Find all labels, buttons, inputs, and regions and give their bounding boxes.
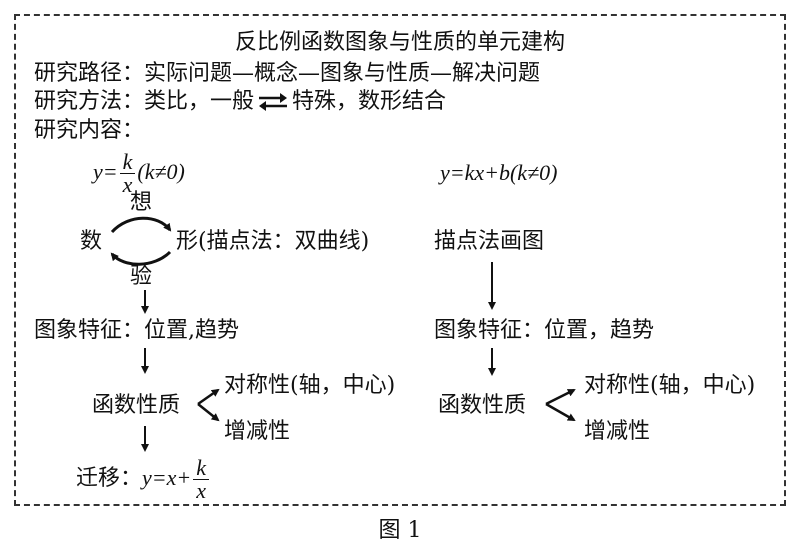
diagram-title: 反比例函数图象与性质的单元建构 bbox=[234, 30, 565, 55]
left-features: 图象特征：位置,趋势 bbox=[34, 318, 239, 343]
method-label: 研究方法： bbox=[34, 89, 145, 114]
dashed-frame bbox=[14, 14, 786, 506]
right-mono: 增减性 bbox=[584, 419, 651, 444]
figure-caption: 图 1 bbox=[378, 518, 422, 543]
yan-label: 验 bbox=[130, 264, 153, 289]
left-sym: 对称性(轴，中心) bbox=[224, 373, 396, 398]
right-sym: 对称性(轴，中心) bbox=[584, 373, 756, 398]
method-part1: 类比，一般 bbox=[144, 89, 255, 114]
left-formula-cond: (k≠0) bbox=[137, 159, 185, 184]
left-formula-lhs: y= bbox=[93, 159, 118, 184]
route-text: 实际问题—概念—图象与性质—解决问题 bbox=[144, 61, 541, 86]
left-branch-down bbox=[197, 403, 220, 422]
right-features: 图象特征：位置，趋势 bbox=[434, 318, 655, 343]
swap-arrows-icon bbox=[259, 93, 288, 111]
transfer-lhs: y=x+ bbox=[142, 465, 192, 490]
xiang-label: 想 bbox=[130, 190, 153, 215]
right-branch-up bbox=[545, 388, 576, 406]
content-label: 研究内容： bbox=[34, 118, 145, 143]
method-line: 研究方法：类比，一般 特殊，数形结合 bbox=[34, 89, 446, 115]
left-mono: 增减性 bbox=[224, 419, 291, 444]
right-plot: 描点法画图 bbox=[434, 229, 545, 254]
shu-label: 数 bbox=[80, 229, 103, 254]
right-branch-down bbox=[545, 402, 576, 422]
left-props: 函数性质 bbox=[92, 393, 181, 418]
transfer-num: k bbox=[193, 456, 210, 480]
transfer-label: 迁移： bbox=[76, 466, 143, 491]
cycle-arrow-top bbox=[110, 216, 172, 234]
left-formula-num: k bbox=[119, 151, 136, 175]
right-formula: y=kx+b(k≠0) bbox=[440, 160, 558, 185]
method-part2: 特殊，数形结合 bbox=[292, 89, 447, 114]
transfer-den: x bbox=[196, 477, 207, 503]
left-branch-up bbox=[197, 388, 220, 406]
right-props: 函数性质 bbox=[438, 393, 527, 418]
route-line: 研究路径：实际问题—概念—图象与性质—解决问题 bbox=[34, 61, 540, 87]
cycle-arrow-bottom bbox=[110, 250, 172, 266]
xing-label: 形(描点法：双曲线) bbox=[176, 229, 370, 254]
left-formula-den: x bbox=[122, 172, 133, 198]
route-label: 研究路径： bbox=[34, 61, 145, 86]
